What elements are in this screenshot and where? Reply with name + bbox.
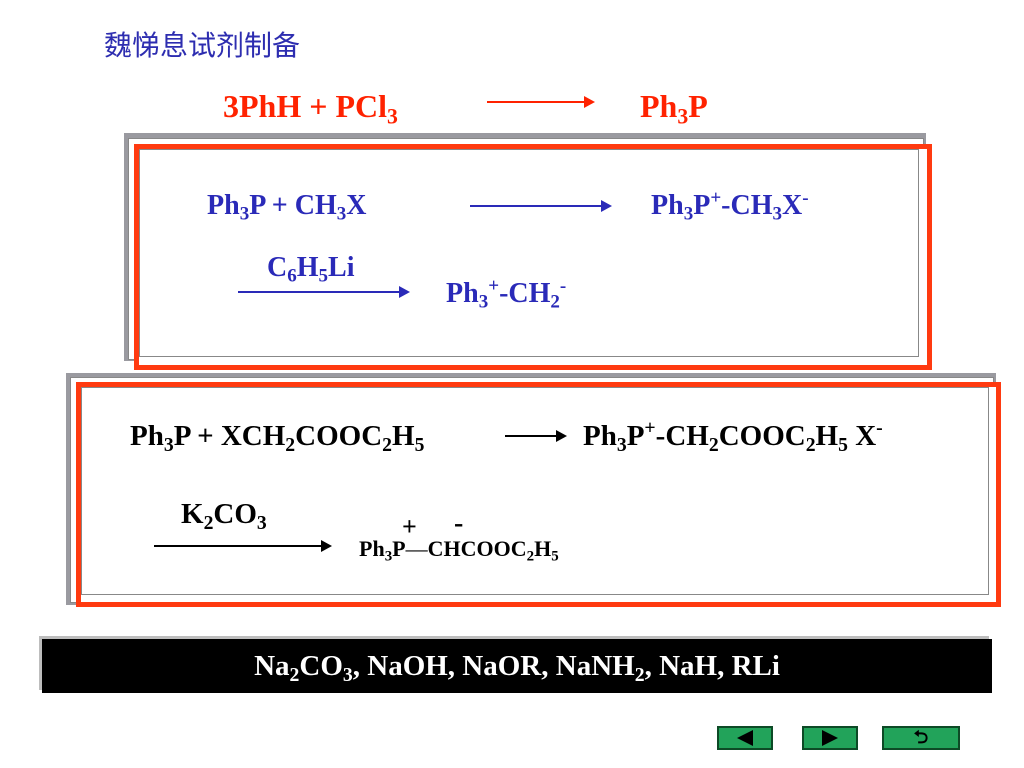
- box2-ylide-product: Ph3P—CHCOOC2H5: [359, 536, 559, 565]
- triangle-right-icon: [822, 730, 838, 746]
- top-reaction-product: Ph3P: [640, 88, 708, 129]
- ylide-plus-charge: +: [402, 512, 417, 541]
- top-reaction-reactants: 3PhH + PCl3: [223, 88, 398, 129]
- return-button[interactable]: ⮌: [882, 726, 960, 750]
- box1-inner: [139, 149, 919, 357]
- box2-inner: [81, 387, 989, 595]
- box1-frame: [134, 144, 932, 370]
- box1-salt-product: Ph3P+-CH3X-: [651, 187, 809, 225]
- prev-slide-button[interactable]: [717, 726, 773, 750]
- box2-frame: [76, 382, 1001, 607]
- box2-arrow-1: [505, 430, 567, 442]
- box1-arrow-2: [238, 286, 410, 298]
- slide-title: 魏悌息试剂制备: [104, 29, 301, 62]
- box2-reactants: Ph3P + XCH2COOC2H5: [130, 420, 425, 456]
- box1-reactants: Ph3P + CH3X: [207, 190, 367, 225]
- top-reaction-arrow: [487, 96, 595, 108]
- box1-reagent: C6H5Li: [267, 252, 355, 287]
- box2-reagent: K2CO3: [181, 498, 267, 534]
- bases-list: Na2CO3, NaOH, NaOR, NaNH2, NaH, RLi: [254, 649, 780, 686]
- box2-arrow-2: [154, 540, 332, 552]
- box1-ylide-product: Ph3+-CH2-: [446, 275, 567, 313]
- return-arrow-icon: ⮌: [913, 727, 929, 748]
- bases-bar: Na2CO3, NaOH, NaOR, NaNH2, NaH, RLi: [42, 639, 992, 693]
- ylide-minus-charge: -: [454, 508, 464, 539]
- next-slide-button[interactable]: [802, 726, 858, 750]
- triangle-left-icon: [737, 730, 753, 746]
- box1-arrow-1: [470, 200, 612, 212]
- box2-salt-product: Ph3P+-CH2COOC2H5 X-: [583, 417, 883, 456]
